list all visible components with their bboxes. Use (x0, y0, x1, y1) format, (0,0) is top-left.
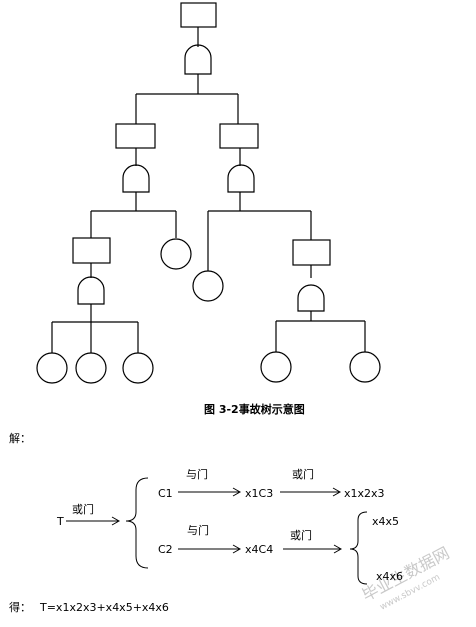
basic-event-circle (122, 352, 154, 384)
and-gate-top (184, 44, 212, 75)
result-equation: T=x1x2x3+x4x5+x4x6 (39, 601, 169, 614)
c1-label: C1 (158, 487, 173, 500)
watermark: 毕业生数据网 www.sbvv.com (359, 543, 453, 613)
and-gate-label: 与门 (187, 523, 209, 537)
basic-event-circle (160, 238, 192, 270)
intermediate-event-c4-box (292, 239, 331, 266)
step1-label: x4C4 (245, 543, 273, 556)
and-gate-c1 (122, 164, 150, 193)
result-term: x4x6 (376, 570, 403, 583)
result-prefix: 得： (9, 601, 31, 614)
intermediate-event-c3-box (72, 237, 111, 264)
top-event-box (180, 2, 217, 28)
or-gate-label: 或门 (290, 528, 312, 542)
intermediate-event-c2-box (219, 123, 259, 149)
or-brace-large (125, 477, 149, 569)
and-gate-c4 (297, 284, 325, 312)
basic-event-circle (349, 351, 381, 383)
solution-heading: 解： (9, 431, 31, 445)
result-term: x4x5 (372, 515, 399, 528)
and-gate-c2 (227, 164, 255, 193)
step2-label: x1x2x3 (344, 487, 385, 500)
c2-label: C2 (158, 543, 173, 556)
figure-caption: 图 3-2事故树示意图 (204, 402, 305, 416)
step1-label: x1C3 (245, 487, 273, 500)
basic-event-circle (75, 352, 107, 384)
and-gate-c3 (77, 276, 105, 305)
basic-event-circle (36, 352, 68, 384)
or-gate-label: 或门 (72, 502, 94, 516)
basic-event-circle (192, 270, 224, 302)
or-gate-label: 或门 (292, 467, 314, 481)
basic-event-circle (260, 351, 292, 383)
intermediate-event-c1-box (115, 123, 156, 149)
top-event-label: T (56, 515, 64, 528)
and-gate-label: 与门 (186, 467, 208, 481)
or-brace-small (349, 511, 368, 585)
